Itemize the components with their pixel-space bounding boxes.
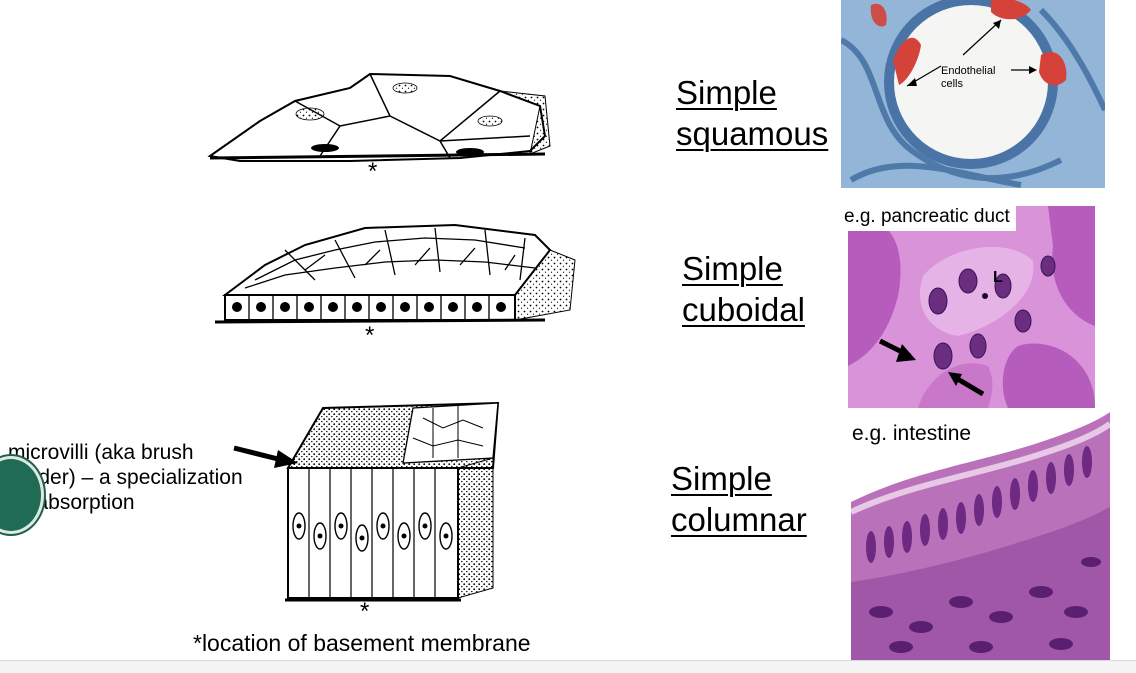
title-columnar-line1: Simple xyxy=(671,460,772,497)
columnar-drawing xyxy=(285,401,500,602)
squamous-micrograph: Endothelial cells xyxy=(841,0,1105,188)
title-squamous-line1: Simple xyxy=(676,74,777,111)
caption-pancreatic-duct: e.g. pancreatic duct xyxy=(838,204,1016,231)
cuboidal-micrograph: L xyxy=(848,206,1095,408)
title-columnar-line2: columnar xyxy=(671,501,807,538)
title-simple-squamous: Simple squamous xyxy=(676,72,828,154)
endothelial-label-line1: Endothelial xyxy=(941,65,995,77)
cuboidal-asterisk: * xyxy=(365,322,375,349)
squamous-drawing xyxy=(207,72,551,162)
title-simple-cuboidal: Simple cuboidal xyxy=(682,248,805,330)
title-simple-columnar: Simple columnar xyxy=(671,458,807,540)
lumen-label: L xyxy=(993,269,1003,286)
bottom-scroll-bar[interactable] xyxy=(0,660,1136,673)
caption-intestine: e.g. intestine xyxy=(846,420,978,449)
title-cuboidal-line1: Simple xyxy=(682,250,783,287)
microvilli-line2: border) – a specialization xyxy=(8,466,243,489)
squamous-asterisk: * xyxy=(368,158,378,185)
microvilli-line3: or absorption xyxy=(12,491,135,514)
endothelial-label-line2: cells xyxy=(941,78,964,90)
title-squamous-line2: squamous xyxy=(676,115,829,152)
title-cuboidal-line2: cuboidal xyxy=(682,291,805,328)
microvilli-line1: microvilli (aka brush xyxy=(8,441,194,464)
columnar-asterisk: * xyxy=(360,598,370,625)
cuboidal-drawing xyxy=(214,223,576,324)
arrow-icon xyxy=(233,445,298,468)
basement-membrane-note: *location of basement membrane xyxy=(193,630,531,656)
microvilli-caption: microvilli (aka brush border) – a specia… xyxy=(8,440,278,515)
columnar-micrograph xyxy=(851,412,1110,660)
